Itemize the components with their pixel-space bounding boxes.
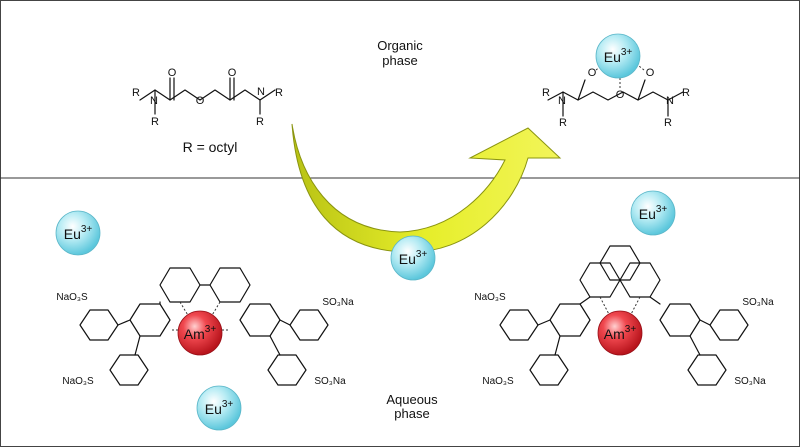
r-group-2: R (151, 116, 159, 128)
carbonyl-o-left: O (168, 67, 177, 79)
am-complex-left (79, 267, 329, 386)
svg-text:Eu3+: Eu3+ (639, 204, 668, 222)
carbonyl-o-right: O (228, 67, 237, 79)
complex-r-4: R (664, 117, 672, 129)
complex-r-3: R (682, 87, 690, 99)
r-group-4: R (256, 116, 264, 128)
r-group-1: R (132, 87, 140, 99)
am-ion-left: Am3+ (177, 310, 223, 356)
svg-text:Eu3+: Eu3+ (399, 249, 428, 267)
r-group-3: R (275, 87, 283, 99)
complex-ether-o: O (616, 89, 625, 101)
eu-ion-free-2: Eu3+ (390, 235, 436, 281)
complex-n-right: N (666, 95, 674, 107)
sulfonate-right-bottom: SO₃Na (314, 376, 346, 387)
eu-ion-free-1: Eu3+ (55, 210, 101, 256)
organic-phase-label-2: phase (382, 53, 417, 68)
svg-text:Eu3+: Eu3+ (604, 47, 633, 65)
aqueous-phase-label-1: Aqueous (386, 392, 438, 407)
eu-ligand-complex: O O O N N R R R R (542, 61, 690, 129)
transfer-arrow (291, 123, 562, 253)
complex-carbonyl-o-right: O (646, 67, 655, 79)
complex-r-2: R (559, 117, 567, 129)
aqueous-phase-label-2: phase (394, 406, 429, 421)
eu-ion-free-4: Eu3+ (196, 385, 242, 431)
svg-text:Am3+: Am3+ (604, 324, 637, 342)
sulfonate-r-left-bottom: NaO₃S (482, 376, 514, 387)
organic-phase-label-1: Organic (377, 38, 423, 53)
amide-n-left: N (150, 95, 158, 107)
svg-text:Eu3+: Eu3+ (205, 399, 234, 417)
amide-n-right: N (257, 86, 265, 98)
am-complex-right (499, 245, 749, 386)
complex-carbonyl-o-left: O (588, 67, 597, 79)
diglycolamide-ligand: O O O N N R R R R (132, 67, 283, 128)
svg-text:Am3+: Am3+ (184, 324, 217, 342)
sulfonate-r-left-top: NaO₃S (474, 292, 506, 303)
complex-r-1: R (542, 87, 550, 99)
am-ion-right: Am3+ (597, 310, 643, 356)
svg-text:Eu3+: Eu3+ (64, 224, 93, 242)
eu-ion-complexed: Eu3+ (595, 33, 641, 79)
ether-o: O (196, 95, 205, 107)
sulfonate-r-right-bottom: SO₃Na (734, 376, 766, 387)
sulfonate-right-top: SO₃Na (322, 297, 354, 308)
r-definition: R = octyl (183, 139, 238, 155)
eu-ion-free-3: Eu3+ (630, 190, 676, 236)
sulfonate-r-right-top: SO₃Na (742, 297, 774, 308)
complex-n-left: N (558, 95, 566, 107)
sulfonate-left-top: NaO₃S (56, 292, 88, 303)
sulfonate-left-bottom: NaO₃S (62, 376, 94, 387)
